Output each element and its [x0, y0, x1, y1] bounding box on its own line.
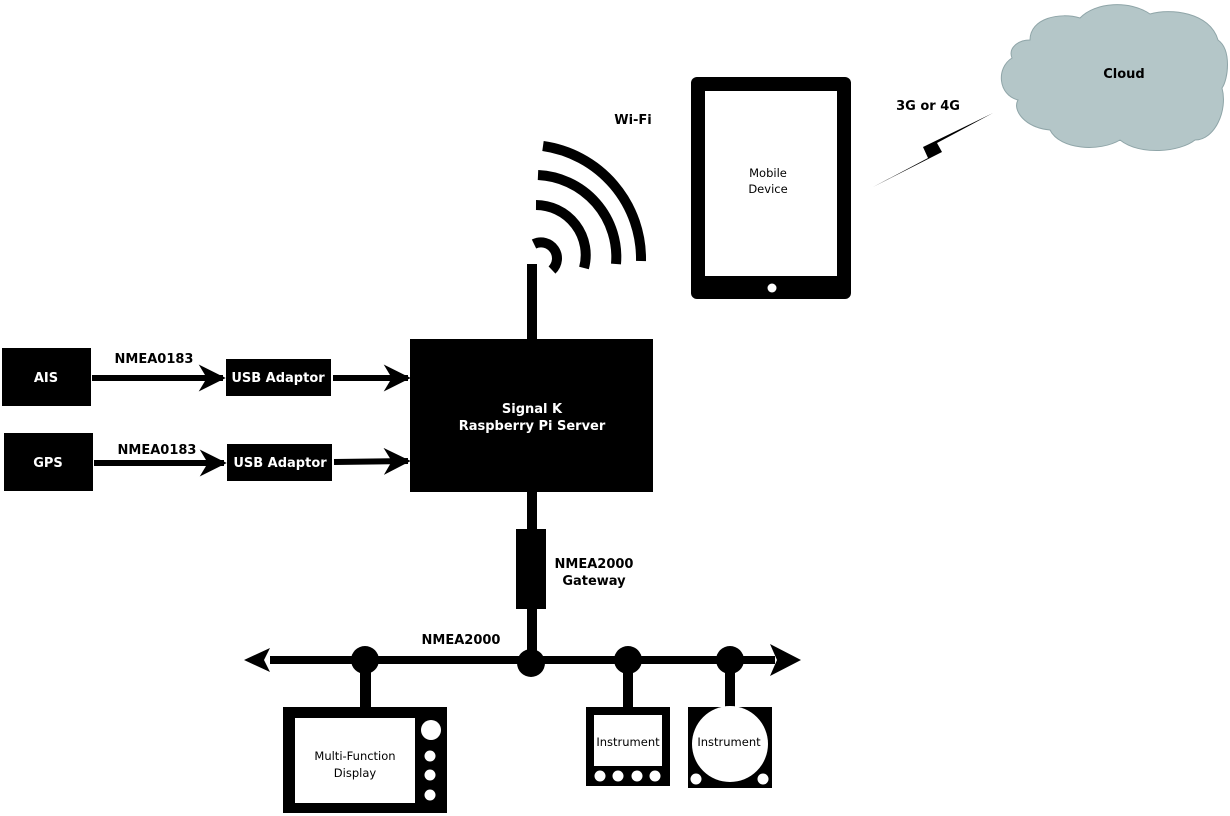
gps-device: [4, 433, 93, 491]
instrument2-drop-line: [725, 670, 735, 708]
bus-tee-instrument2: [716, 646, 744, 674]
multi-function-display: [283, 707, 447, 813]
server-label-line1: Signal K: [502, 402, 563, 417]
gateway-to-bus-line: [527, 609, 537, 661]
instrument-button-icon: [594, 770, 606, 782]
instrument1-label: Instrument: [596, 735, 660, 749]
instrument-button-icon: [757, 773, 769, 785]
cellular-label: 3G or 4G: [896, 99, 960, 114]
bus-label: NMEA2000: [422, 633, 501, 648]
gauge-face-icon: [692, 706, 768, 782]
gps-adaptor-to-server-arrow: [333, 447, 411, 475]
wifi-label: Wi-Fi: [614, 113, 652, 128]
gateway-label-line2: Gateway: [562, 574, 626, 589]
gps-usb-adaptor: [227, 444, 332, 481]
ais-label: AIS: [34, 371, 58, 386]
mfd-label-line2: Display: [334, 766, 377, 780]
mobile-label-line2: Device: [748, 182, 787, 196]
instrument-button-icon: [631, 770, 643, 782]
instrument-button-icon: [649, 770, 661, 782]
bus-left-arrow-icon: [244, 648, 270, 672]
cloud-label: Cloud: [1103, 67, 1145, 82]
instrument1-drop-line: [623, 670, 633, 708]
home-button-icon: [767, 283, 777, 293]
instrument-1: [586, 707, 670, 786]
mfd-drop-line: [360, 670, 371, 708]
instrument-button-icon: [690, 773, 702, 785]
bus-tee-gateway: [517, 649, 545, 677]
ais-device: [2, 348, 91, 406]
antenna-mast: [527, 264, 537, 340]
server-label-line2: Raspberry Pi Server: [459, 419, 606, 434]
mfd-button-icon: [424, 769, 436, 781]
instrument-button-icon: [612, 770, 624, 782]
gps-label: GPS: [33, 456, 63, 471]
nmea2000-gateway: [516, 529, 546, 609]
bus-tee-instrument1: [614, 646, 642, 674]
mobile-device: [691, 77, 851, 299]
ais-adaptor-label: USB Adaptor: [231, 371, 325, 386]
instrument-2: [688, 706, 772, 788]
mfd-knob-icon: [421, 720, 441, 740]
ais-link-label: NMEA0183: [115, 352, 194, 367]
bus-tee-mfd: [351, 646, 379, 674]
mfd-button-icon: [424, 750, 436, 762]
gps-adaptor-label: USB Adaptor: [233, 456, 327, 471]
bus-right-arrow-icon: [770, 644, 801, 676]
cloud-icon: [1000, 4, 1228, 151]
ais-usb-adaptor: [226, 359, 331, 396]
mfd-button-icon: [424, 789, 436, 801]
signal-k-server: [410, 339, 653, 492]
wifi-icon: [531, 141, 647, 274]
mfd-label-line1: Multi-Function: [314, 749, 395, 763]
instrument2-label: Instrument: [697, 735, 761, 749]
lightning-icon: [873, 113, 993, 187]
mobile-label-line1: Mobile: [749, 166, 787, 180]
gateway-label-line1: NMEA2000: [555, 557, 634, 572]
server-to-gateway-line: [527, 492, 537, 530]
gps-link-label: NMEA0183: [118, 443, 197, 458]
